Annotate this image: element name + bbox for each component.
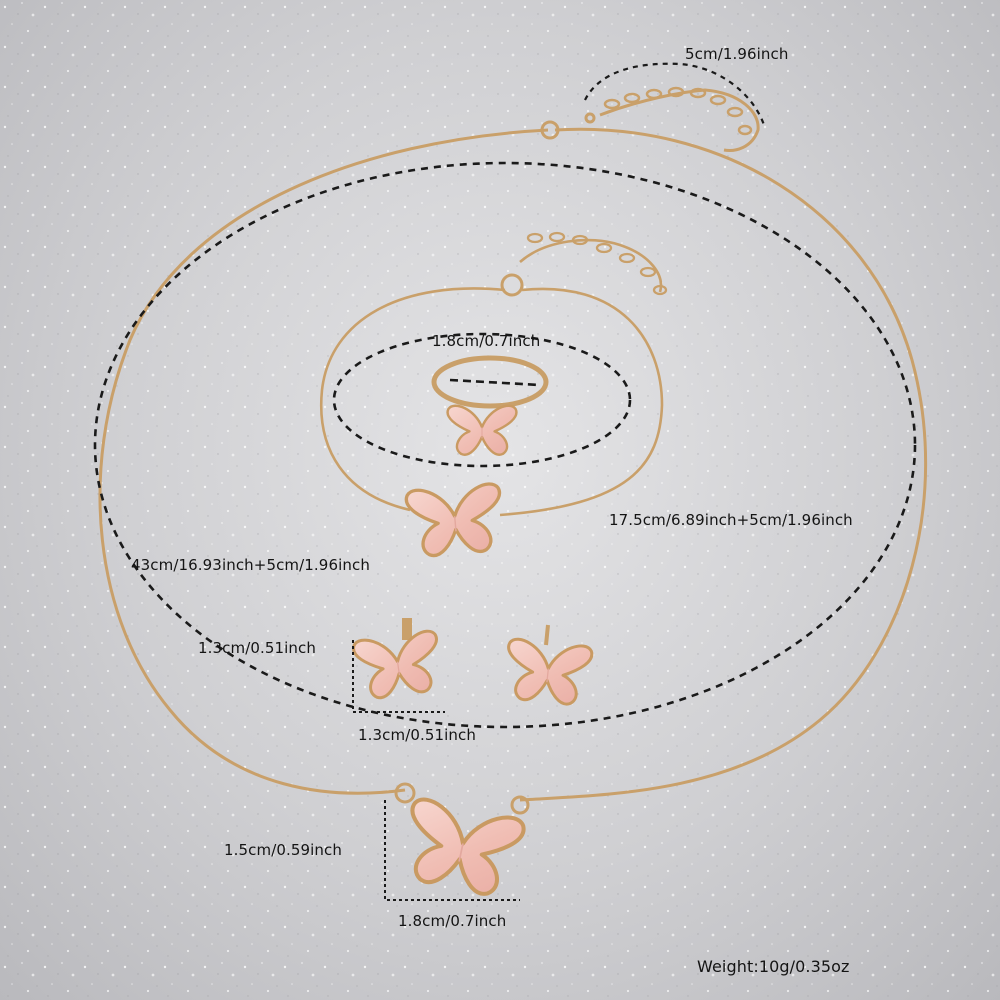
earring-size-guide [352,640,445,713]
necklace-length-label: 43cm/16.93inch+5cm/1.96inch [131,556,370,574]
pendant-height-label: 1.5cm/0.59inch [224,841,342,859]
earring-left [351,618,446,703]
earring-width-label: 1.3cm/0.51inch [358,726,476,744]
earring-right [501,624,595,708]
pendant-width-label: 1.8cm/0.7inch [398,912,507,930]
necklace [98,88,928,802]
bracelet-length-guide [332,332,632,468]
bracelet-extender [526,231,668,296]
weight-label: Weight:10g/0.35oz [697,957,850,976]
necklace-extender [603,86,753,136]
bracelet [319,238,664,517]
earring-height-label: 1.3cm/0.51inch [198,639,316,657]
necklace-pendant [394,782,530,899]
ring-size-label: 1.8cm/0.7inch [432,332,541,350]
ring [431,355,549,456]
bracelet-length-label: 17.5cm/6.89inch+5cm/1.96inch [609,511,853,529]
extender-length-label: 5cm/1.96inch [685,45,789,63]
necklace-length-guide [93,161,917,729]
